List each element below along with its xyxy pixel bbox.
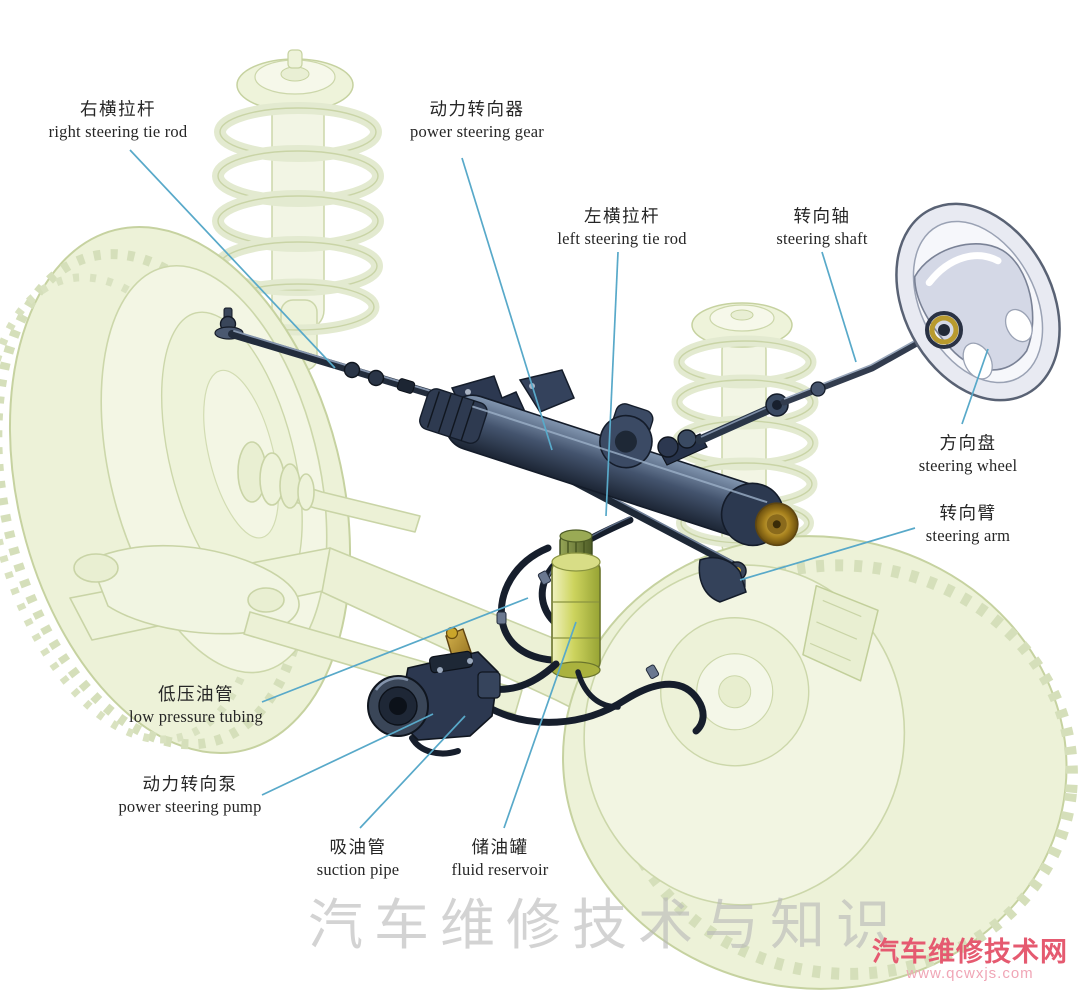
label-low-pressure-tubing-en: low pressure tubing [129, 707, 263, 726]
leader-power-steering-pump [261, 713, 434, 796]
label-suction-pipe: 吸油管 suction pipe [317, 834, 400, 880]
site-watermark-url: www.qcwxjs.com [906, 965, 1034, 983]
leader-left-tie-rod [605, 251, 619, 517]
label-low-pressure-tubing-zh: 低压油管 [157, 684, 234, 704]
label-power-steering-gear-zh: 动力转向器 [429, 99, 525, 119]
steering-shaft-part [657, 327, 942, 466]
label-steering-arm-zh: 转向臂 [939, 503, 997, 523]
leader-steering-shaft [821, 251, 857, 363]
label-steering-shaft: 转向轴 steering shaft [776, 203, 867, 249]
label-suction-pipe-zh: 吸油管 [329, 837, 387, 857]
leader-right-tie-rod [129, 149, 336, 369]
label-low-pressure-tubing: 低压油管 low pressure tubing [129, 681, 263, 727]
label-steering-arm-en: steering arm [925, 526, 1011, 545]
label-steering-wheel-zh: 方向盘 [939, 433, 997, 453]
label-right-tie-rod-zh: 右横拉杆 [80, 99, 156, 119]
label-left-tie-rod: 左横拉杆 left steering tie rod [557, 203, 686, 249]
leader-low-pressure-tubing [261, 597, 529, 703]
label-power-steering-pump-en: power steering pump [118, 797, 262, 816]
steering-wheel-hub [925, 311, 963, 349]
label-left-tie-rod-en: left steering tie rod [557, 229, 687, 248]
label-fluid-reservoir: 储油罐 fluid reservoir [452, 834, 549, 880]
label-steering-arm: 转向臂 steering arm [926, 500, 1010, 546]
label-steering-wheel: 方向盘 steering wheel [919, 430, 1018, 476]
leader-steering-arm [739, 527, 916, 581]
label-power-steering-pump: 动力转向泵 power steering pump [118, 771, 261, 817]
fluid-reservoir-part [551, 529, 601, 679]
power-steering-gear-part [419, 369, 799, 547]
label-steering-wheel-en: steering wheel [918, 456, 1018, 475]
label-right-tie-rod: 右横拉杆 right steering tie rod [49, 96, 188, 142]
label-power-steering-gear: 动力转向器 power steering gear [410, 96, 544, 142]
leader-lines-group [129, 149, 989, 829]
label-right-tie-rod-en: right steering tie rod [48, 122, 188, 141]
leader-fluid-reservoir [503, 621, 577, 829]
site-watermark: 汽车维修技术网 www.qcwxjs.com [872, 938, 1068, 982]
leader-suction-pipe [359, 715, 466, 829]
leader-steering-wheel [961, 348, 989, 425]
label-power-steering-gear-en: power steering gear [410, 122, 544, 141]
label-fluid-reservoir-zh: 储油罐 [471, 837, 529, 857]
steering-wheel-part [895, 202, 1061, 402]
right-tie-rod-part [214, 307, 466, 407]
site-watermark-name: 汽车维修技术网 [872, 937, 1068, 967]
label-steering-shaft-zh: 转向轴 [793, 206, 851, 226]
label-steering-shaft-en: steering shaft [776, 229, 868, 248]
leader-power-steering-gear [461, 157, 553, 451]
label-left-tie-rod-zh: 左横拉杆 [584, 206, 660, 226]
label-fluid-reservoir-en: fluid reservoir [451, 860, 549, 879]
steering-arm-part [698, 556, 747, 603]
center-watermark: 汽车维修技术与知识 [308, 895, 903, 956]
label-power-steering-pump-zh: 动力转向泵 [142, 774, 238, 794]
label-suction-pipe-en: suction pipe [316, 860, 400, 879]
